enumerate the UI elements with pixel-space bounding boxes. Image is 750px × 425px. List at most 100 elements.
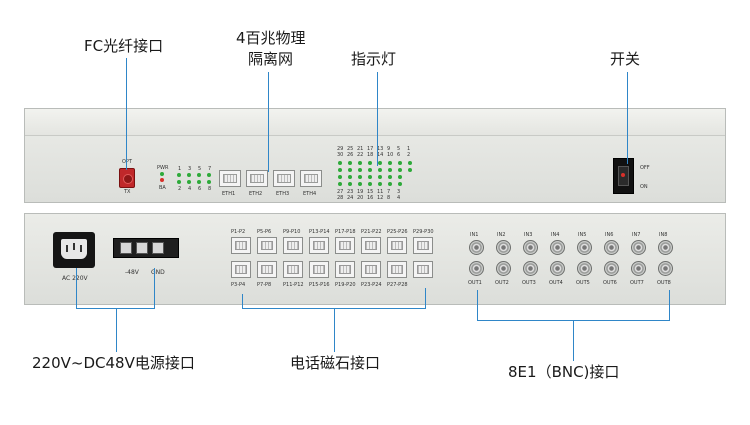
e1-in-label: IN7: [632, 232, 641, 238]
e1-out-bnc-port[interactable]: [577, 261, 592, 276]
dc-terminal-block[interactable]: [113, 238, 179, 258]
phone-port[interactable]: [309, 237, 329, 254]
e1-in-bnc-port[interactable]: [523, 240, 538, 255]
phone-port[interactable]: [257, 237, 277, 254]
eth2-port[interactable]: [246, 170, 268, 187]
phone-port[interactable]: [413, 261, 433, 278]
eth3-port[interactable]: [273, 170, 295, 187]
e1-out-bnc-port[interactable]: [550, 261, 565, 276]
phone-port[interactable]: [231, 261, 251, 278]
eth-led: [197, 180, 201, 184]
fc-optical-port[interactable]: [119, 168, 135, 188]
e1-in-label: IN5: [578, 232, 587, 238]
phone-port-label: P5-P6: [257, 229, 272, 235]
e1-out-label: OUT2: [495, 280, 509, 286]
e1-bracket-right: [669, 290, 670, 321]
led-number-6: 6: [198, 186, 202, 192]
indicator-number-label: 30: [337, 152, 344, 158]
phone-port[interactable]: [361, 237, 381, 254]
indicator-led: [358, 168, 362, 172]
indicator-led: [358, 182, 362, 186]
opt-label: OPT: [122, 159, 133, 165]
e1-in-bnc-port[interactable]: [604, 240, 619, 255]
e1-in-label: IN6: [605, 232, 614, 238]
phone-port[interactable]: [231, 237, 251, 254]
eth-led: [197, 173, 201, 177]
eth-led: [207, 180, 211, 184]
phone-port[interactable]: [283, 261, 303, 278]
e1-in-bnc-port[interactable]: [469, 240, 484, 255]
phone-port[interactable]: [283, 237, 303, 254]
e1-out-label: OUT6: [603, 280, 617, 286]
indicator-led: [388, 161, 392, 165]
phone-port[interactable]: [257, 261, 277, 278]
ac-label: AC 220V: [62, 275, 88, 282]
e1-out-bnc-port[interactable]: [658, 261, 673, 276]
phone-port-label: P1-P2: [231, 229, 246, 235]
phone-port[interactable]: [335, 237, 355, 254]
phone-bracket-right: [425, 288, 426, 309]
tx-label: TX: [124, 189, 131, 195]
eth-led: [187, 173, 191, 177]
indicator-number-label: 18: [367, 152, 374, 158]
e1-in-bnc-port[interactable]: [550, 240, 565, 255]
front-panel-top: [25, 109, 725, 136]
eth4-port[interactable]: [300, 170, 322, 187]
indicator-number-label: 21: [357, 146, 364, 152]
indicator-number-label: 11: [377, 189, 384, 195]
indicator-led: [378, 182, 382, 186]
indicator-number-label: 20: [357, 195, 364, 201]
e1-port-callout: 8E1（BNC)接口: [508, 363, 620, 381]
indicator-led: [368, 175, 372, 179]
front-panel: OPT TX PWR BA 1 3 5 7 2 4 6 8 ETH1 ETH2 …: [24, 108, 726, 203]
indicator-number-label: 1: [407, 146, 411, 152]
phone-port[interactable]: [387, 261, 407, 278]
dc-gnd-label: GND: [151, 269, 165, 276]
phone-port-label: P25-P26: [387, 229, 408, 235]
phone-port[interactable]: [387, 237, 407, 254]
e1-leader-line: [573, 320, 574, 361]
e1-out-bnc-port[interactable]: [631, 261, 646, 276]
eth1-port[interactable]: [219, 170, 241, 187]
e1-in-label: IN3: [524, 232, 533, 238]
led-number-2: 2: [178, 186, 182, 192]
e1-out-bnc-port[interactable]: [469, 261, 484, 276]
phone-port[interactable]: [335, 261, 355, 278]
e1-bracket-left: [477, 290, 478, 321]
eth-led: [177, 173, 181, 177]
indicator-led: [408, 161, 412, 165]
power-rocker-switch[interactable]: [613, 158, 634, 194]
e1-in-bnc-port[interactable]: [577, 240, 592, 255]
phone-port-label: P11-P12: [283, 282, 304, 288]
indicator-number-label: 9: [387, 146, 391, 152]
phone-port[interactable]: [413, 237, 433, 254]
switch-leader-line: [627, 72, 628, 164]
indicator-number-label: 23: [347, 189, 354, 195]
e1-in-label: IN1: [470, 232, 479, 238]
e1-out-bnc-port[interactable]: [604, 261, 619, 276]
indicator-led: [408, 168, 412, 172]
e1-out-bnc-port[interactable]: [523, 261, 538, 276]
power-bracket-left: [76, 268, 77, 309]
e1-in-bnc-port[interactable]: [658, 240, 673, 255]
indicator-number-label: 12: [377, 195, 384, 201]
e1-out-label: OUT4: [549, 280, 563, 286]
eth-led: [177, 180, 181, 184]
indicator-number-label: 8: [387, 195, 391, 201]
pwr-label: PWR: [157, 165, 169, 171]
e1-in-bnc-port[interactable]: [496, 240, 511, 255]
switch-off-label: OFF: [640, 165, 650, 171]
indicator-led: [378, 175, 382, 179]
power-bracket-right: [154, 268, 155, 309]
indicator-number-label: 29: [337, 146, 344, 152]
indicator-led: [368, 182, 372, 186]
phone-port[interactable]: [309, 261, 329, 278]
indicator-led: [348, 182, 352, 186]
phone-port[interactable]: [361, 261, 381, 278]
eth2-label: ETH2: [249, 191, 263, 197]
ac-power-inlet[interactable]: [53, 232, 95, 268]
indicator-led: [338, 168, 342, 172]
e1-out-bnc-port[interactable]: [496, 261, 511, 276]
e1-in-label: IN2: [497, 232, 506, 238]
e1-in-bnc-port[interactable]: [631, 240, 646, 255]
